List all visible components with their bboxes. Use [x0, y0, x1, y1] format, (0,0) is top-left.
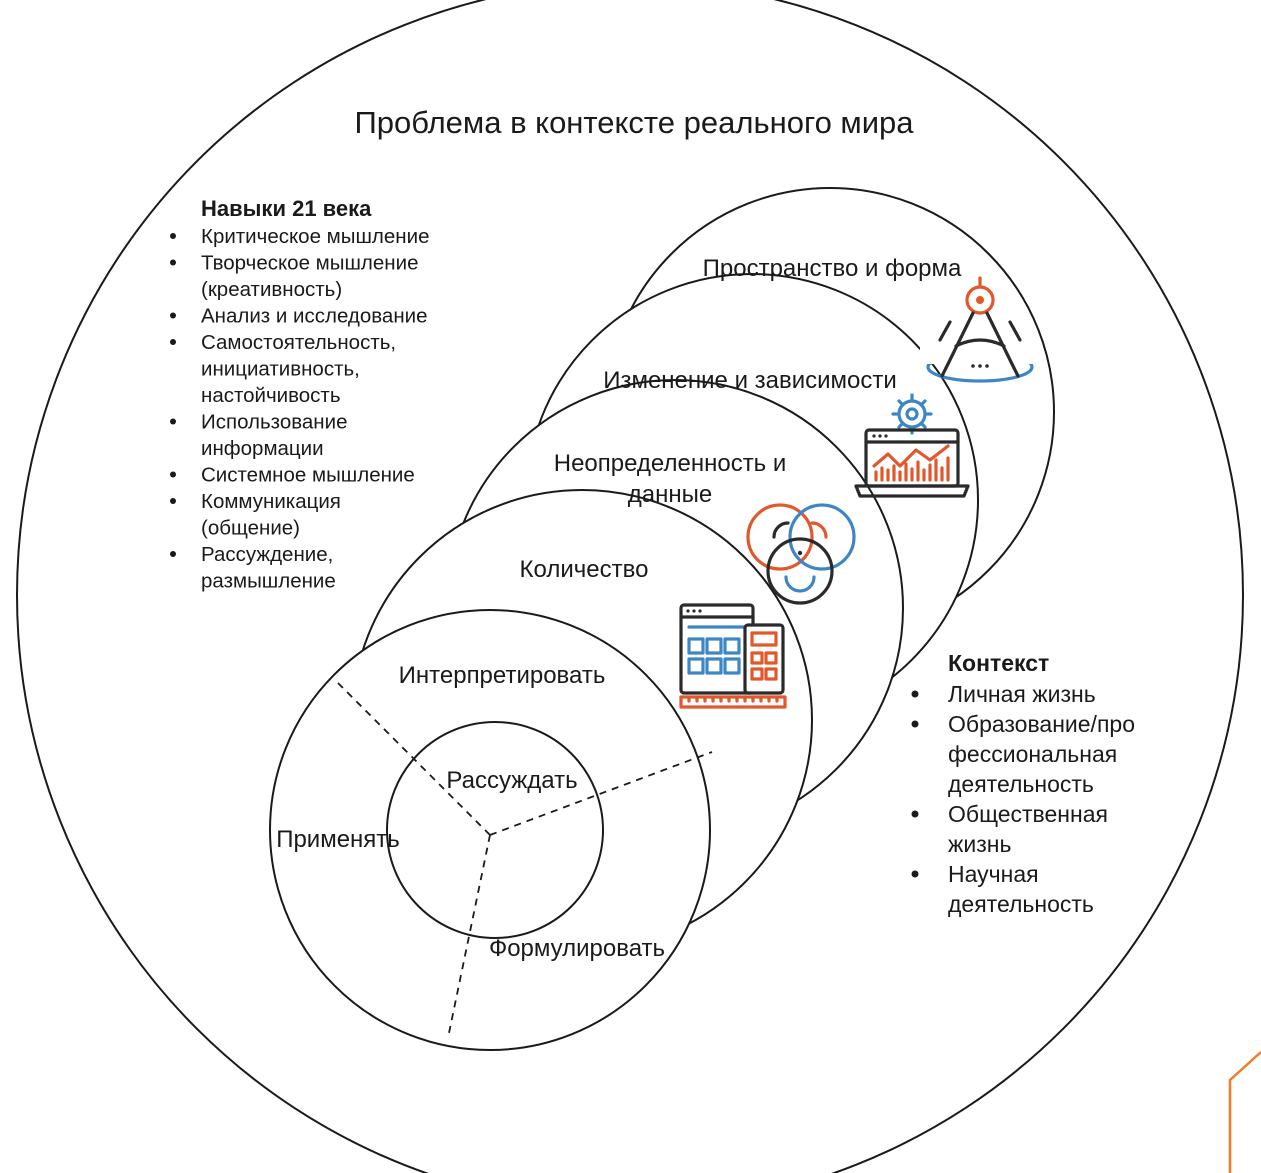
context-item-text: Общественная [948, 801, 1108, 827]
label-formulate: Формулировать [489, 935, 665, 962]
skill-item-text: Самостоятельность, [201, 331, 396, 354]
label-interpret: Интерпретировать [399, 662, 606, 689]
skill-bullet [170, 551, 176, 557]
skill-item-text: инициативность, [201, 358, 360, 381]
skill-item-text: информации [201, 437, 324, 460]
context-item-text: Образование/про [948, 711, 1135, 737]
context-heading: Контекст [948, 650, 1049, 676]
label-uncertainty-line1: Неопределенность и [554, 450, 787, 477]
skill-item-text: настойчивость [201, 384, 341, 407]
analytics-laptop-gear-icon [854, 393, 970, 498]
skill-bullet [170, 233, 176, 239]
context-item-text: деятельность [948, 771, 1094, 797]
context-bullet [911, 690, 919, 698]
skills-heading: Навыки 21 века [201, 196, 372, 221]
skill-item-text: размышление [201, 570, 336, 593]
skill-item-text: Анализ и исследование [201, 305, 428, 328]
label-apply: Применять [276, 826, 400, 853]
skill-bullet [170, 418, 176, 425]
skill-bullet [170, 339, 176, 345]
diagram-title: Проблема в контексте реального мира [354, 105, 914, 140]
skill-item-text: Рассуждение, [201, 543, 333, 566]
calculator-spreadsheet-icon [679, 603, 787, 709]
skill-bullet [170, 471, 176, 478]
context-item-text: Научная [948, 861, 1039, 887]
context-bullet [911, 810, 919, 818]
orange-corner-decoration [1228, 1051, 1261, 1173]
label-change-and-relationships: Изменение и зависимости [603, 367, 897, 394]
divider-line-right [489, 751, 713, 836]
skill-item-text: (креативность) [201, 278, 342, 301]
label-quantity: Количество [520, 556, 649, 583]
context-bullet [911, 720, 919, 728]
context-item-text: Личная жизнь [948, 681, 1096, 707]
skill-item-text: (общение) [201, 517, 300, 540]
skill-item-text: Системное мышление [201, 464, 415, 487]
drafting-compass-icon [920, 276, 1040, 383]
context-item-text: жизнь [948, 831, 1011, 857]
context-item-text: деятельность [948, 891, 1094, 917]
skill-bullet [170, 259, 176, 266]
skills-list: Навыки 21 века Критическое мышлениеТворч… [170, 196, 429, 593]
venn-diagram-icon [746, 503, 856, 605]
label-space-and-shape: Пространство и форма [703, 255, 962, 282]
context-item-text: фессиональная [948, 741, 1117, 767]
skill-item-text: Использование [201, 411, 347, 434]
skill-bullet [170, 498, 176, 504]
context-bullet [911, 870, 919, 878]
divider-line-left [334, 679, 491, 836]
skill-item-text: Критическое мышление [201, 225, 429, 248]
skill-item-text: Творческое мышление [201, 252, 418, 275]
label-uncertainty-line2: данные [628, 481, 712, 508]
circle-reason [386, 721, 604, 939]
skill-item-text: Коммуникация [201, 490, 341, 513]
skill-bullet [170, 312, 176, 319]
label-reason: Рассуждать [446, 767, 577, 794]
